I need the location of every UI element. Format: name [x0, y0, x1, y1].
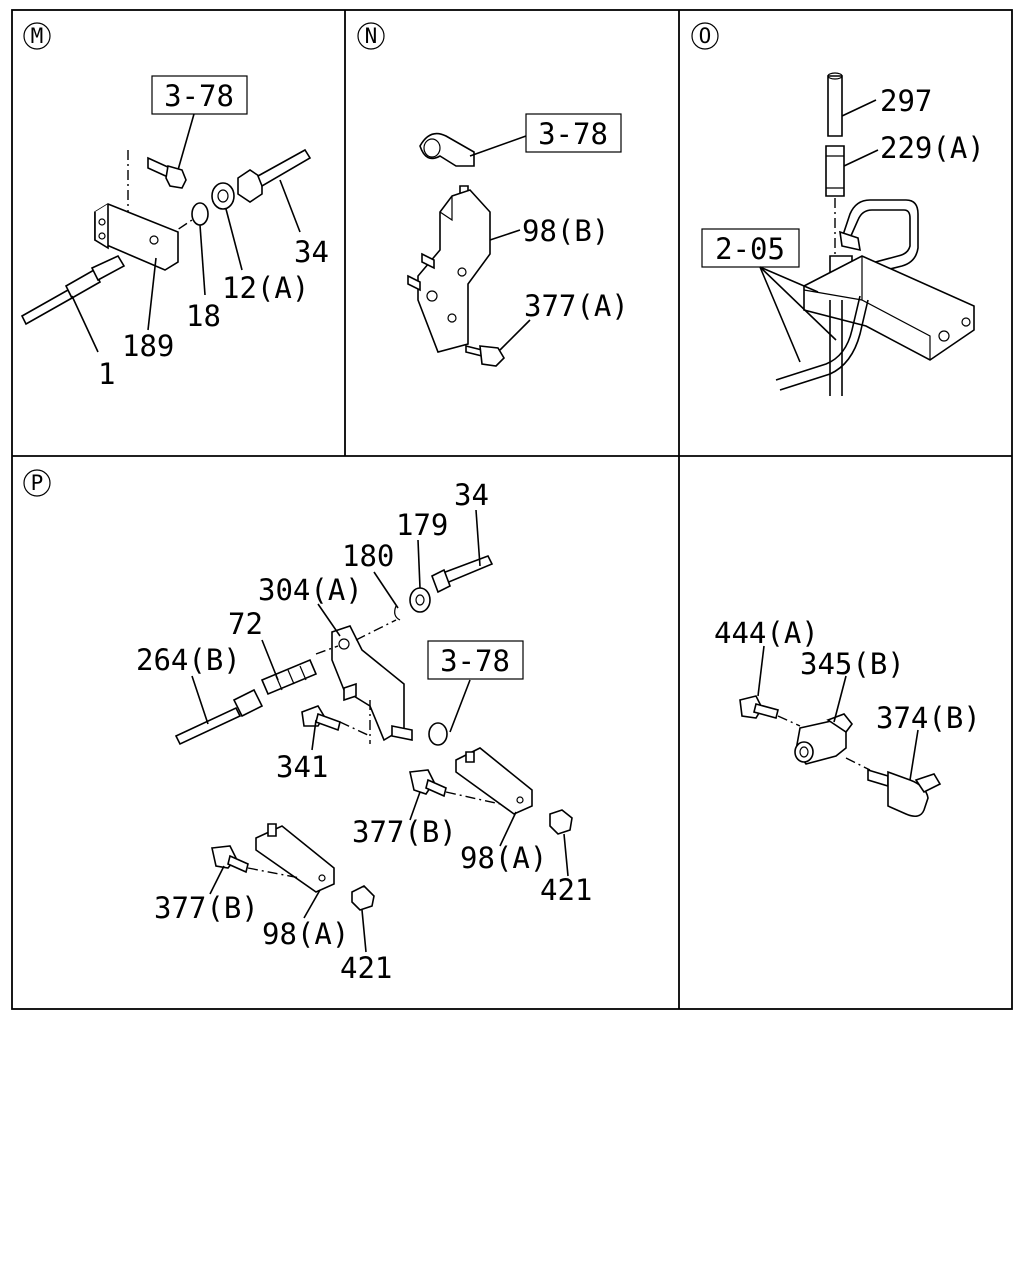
drawing-o [759, 72, 975, 396]
label-34-p: 34 [454, 478, 489, 512]
panel-grid [11, 9, 1013, 1010]
label-98a-upper: 98(A) [460, 841, 547, 875]
panel-marker-m: M [23, 22, 51, 50]
panel-p: P 3-78 [23, 469, 592, 985]
label-374b: 374(B) [876, 701, 981, 735]
label-297: 297 [880, 84, 932, 118]
ref-box-n[interactable]: 3-78 [525, 113, 622, 153]
label-345b: 345(B) [800, 647, 905, 681]
panel-n: N 3-78 [357, 22, 629, 367]
svg-text:3-78: 3-78 [440, 644, 510, 678]
drawing-n [407, 132, 531, 367]
panel-marker-p: P [23, 469, 51, 497]
svg-text:O: O [699, 24, 712, 48]
label-377b-lower: 377(B) [154, 891, 259, 925]
label-377a: 377(A) [524, 289, 629, 323]
labels-m: 1 189 18 12(A) 34 [98, 235, 329, 391]
label-180: 180 [342, 539, 394, 573]
labels-n: 98(B) 377(A) [522, 214, 629, 323]
label-444a: 444(A) [714, 616, 819, 650]
label-98b: 98(B) [522, 214, 609, 248]
panel-o: O 2-05 [691, 22, 985, 396]
label-421-upper: 421 [540, 873, 592, 907]
panel-q: 444(A) 345(B) 374(B) [714, 616, 981, 818]
label-1: 1 [98, 357, 115, 391]
label-18: 18 [186, 299, 221, 333]
svg-text:3-78: 3-78 [164, 79, 234, 113]
label-98a-lower: 98(A) [262, 917, 349, 951]
label-341: 341 [276, 750, 328, 784]
label-34: 34 [294, 235, 329, 269]
svg-text:2-05: 2-05 [715, 232, 785, 266]
drawing-p [174, 509, 573, 953]
panel-marker-o: O [691, 22, 719, 50]
label-72: 72 [228, 607, 263, 641]
ref-box-p[interactable]: 3-78 [427, 640, 524, 680]
label-264b: 264(B) [136, 643, 241, 677]
labels-o: 297 229(A) [880, 84, 985, 165]
svg-text:P: P [31, 471, 44, 495]
svg-text:M: M [31, 24, 44, 48]
ref-box-m[interactable]: 3-78 [151, 75, 248, 115]
svg-text:N: N [365, 24, 378, 48]
ref-box-o[interactable]: 2-05 [701, 228, 800, 268]
svg-text:3-78: 3-78 [538, 117, 608, 151]
label-377b-upper: 377(B) [352, 815, 457, 849]
labels-q: 444(A) 345(B) 374(B) [714, 616, 981, 735]
drawing-q [739, 645, 942, 818]
label-304a: 304(A) [258, 573, 363, 607]
panel-m: M 3-78 [20, 22, 329, 391]
label-179: 179 [396, 508, 448, 542]
label-229a: 229(A) [880, 131, 985, 165]
label-12a: 12(A) [222, 271, 309, 305]
labels-p: 34 179 180 304(A) 72 264(B) 341 377(B) 9… [136, 478, 592, 985]
label-421-lower: 421 [340, 951, 392, 985]
panel-marker-n: N [357, 22, 385, 50]
label-189: 189 [122, 329, 174, 363]
drawing-m [20, 113, 312, 353]
